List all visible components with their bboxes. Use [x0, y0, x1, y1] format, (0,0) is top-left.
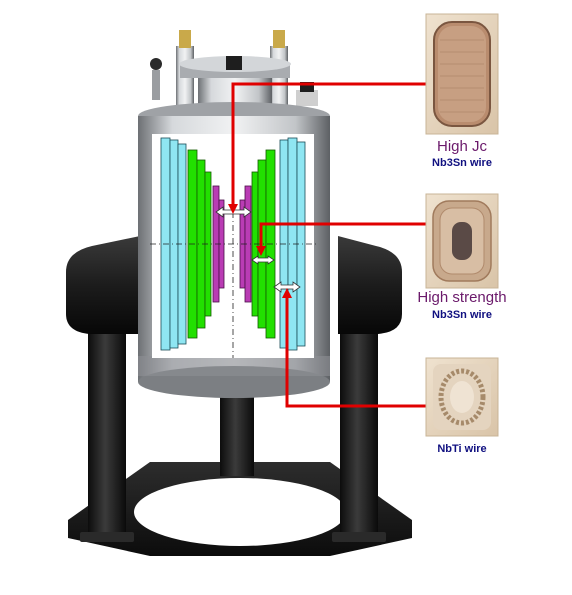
leader-nbti — [285, 296, 426, 408]
leader-high-strength — [259, 222, 426, 248]
label-high-strength: High strength — [417, 289, 507, 306]
label-nbti-wire: NbTi wire — [437, 443, 487, 455]
top-fittings — [150, 30, 318, 116]
right-arm — [338, 236, 402, 334]
leader-lines — [231, 82, 426, 408]
wire-thumb-nbti — [425, 357, 499, 437]
gap-arrow-outer — [273, 281, 301, 293]
gap-arrow-middle — [251, 255, 275, 265]
left-arm — [66, 236, 140, 334]
label-high-jc: High Jc — [436, 138, 488, 155]
wire-thumb-high-strength — [425, 193, 499, 289]
arrowhead-high-strength — [256, 246, 266, 256]
label-high-strength-wire: Nb3Sn wire — [432, 309, 492, 321]
wire-thumb-high-jc — [425, 13, 499, 135]
left-foot — [80, 532, 134, 542]
right-leg — [340, 300, 378, 540]
arrowhead-nbti — [282, 288, 292, 298]
leader-high-jc — [231, 82, 426, 206]
stand-frame — [66, 236, 412, 556]
arrowhead-high-jc — [228, 204, 238, 214]
right-foot — [332, 532, 386, 542]
left-leg — [88, 300, 126, 540]
label-high-jc-wire: Nb3Sn wire — [432, 157, 492, 169]
base-opening — [134, 478, 346, 546]
leader-arrowheads — [228, 204, 292, 298]
